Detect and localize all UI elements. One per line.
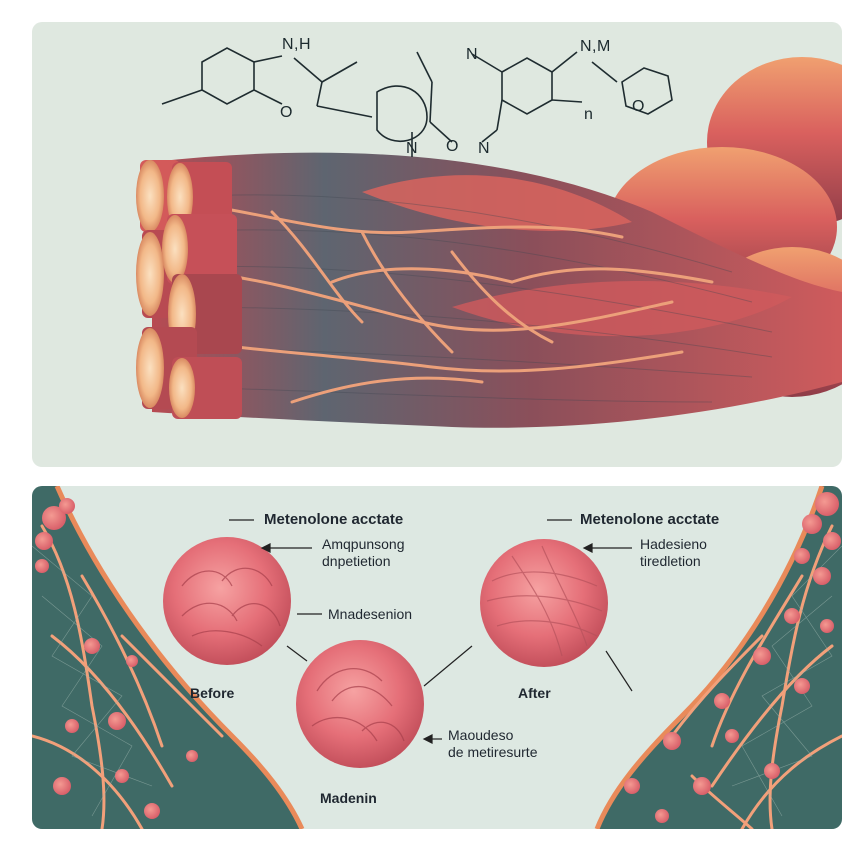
middle-stage-label: Madenin	[320, 790, 377, 806]
chemical-structure-diagram	[161, 47, 673, 157]
atom-label: N,M	[580, 38, 611, 55]
muscle-illustration-panel: N,H O N O N N,M O N n	[32, 22, 842, 467]
before-after-comparison-panel: Metenolone acctate Metenolone acctate Am…	[32, 486, 842, 829]
middle-tissue-folds	[311, 668, 405, 742]
fine-mesh-right	[731, 545, 842, 817]
annotation-lines	[229, 519, 633, 744]
atom-label: N	[478, 140, 491, 157]
atom-label: N	[406, 140, 419, 157]
bottom-annotation-line-2: de metiresurte	[448, 744, 538, 760]
right-heading: Metenolone acctate	[580, 511, 720, 528]
middle-tissue-sample	[296, 640, 424, 768]
muscle-fiber-illustration	[136, 47, 842, 428]
after-label: After	[518, 685, 551, 701]
right-annotation: Hadesieno tiredletion	[640, 536, 707, 570]
atom-label: O	[632, 98, 645, 115]
atom-label: n	[584, 106, 594, 123]
bottom-annotation-line-1: Maoudeso	[448, 727, 514, 743]
muscle-fiber-bundle	[152, 152, 842, 428]
fascicle-ends	[136, 160, 242, 419]
atom-label: O	[280, 104, 293, 121]
atom-label: N,H	[282, 36, 312, 53]
comparison-illustration	[32, 486, 842, 829]
before-tissue-folds	[181, 567, 281, 647]
after-tissue-sample	[480, 539, 608, 667]
before-label: Before	[190, 685, 235, 701]
fine-mesh-left	[32, 545, 153, 817]
atom-label: O	[446, 138, 459, 155]
atom-label: N	[466, 46, 479, 63]
right-annotation-line-2: tiredletion	[640, 553, 701, 569]
left-heading: Metenolone acctate	[264, 511, 404, 528]
left-annotation-line-2: dnpetietion	[322, 553, 391, 569]
tissue-edge-left	[54, 486, 305, 829]
nodules-right	[624, 492, 841, 823]
after-tissue-fibers	[486, 545, 603, 657]
muscle-highlight	[362, 175, 632, 231]
muscle-highlight	[452, 280, 792, 337]
right-annotation-line-1: Hadesieno	[640, 536, 707, 552]
tendon-network	[180, 200, 714, 404]
left-annotation: Amqpunsong dnpetietion	[322, 536, 405, 570]
tissue-network-right	[597, 486, 842, 829]
vessel-network-left	[32, 524, 224, 829]
before-tissue-sample	[163, 537, 291, 665]
bottom-annotation: Maoudeso de metiresurte	[448, 727, 537, 761]
middle-annotation: Mnadesenion	[328, 606, 413, 622]
left-annotation-line-1: Amqpunsong	[322, 536, 405, 552]
nodules-left	[35, 498, 198, 819]
